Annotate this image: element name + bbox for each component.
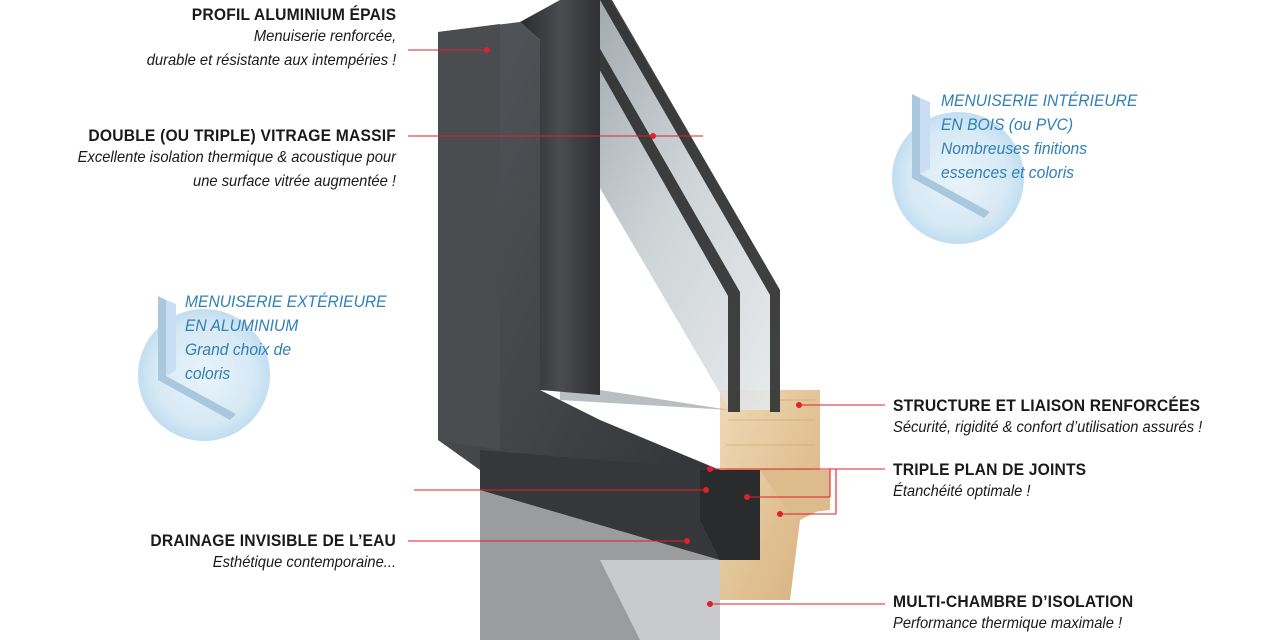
- callout-desc: Menuiserie renforcée,: [253, 28, 396, 45]
- callout-desc: Performance thermique maximale !: [893, 615, 1123, 632]
- callout-desc: Sécurité, rigidité & confort d’utilisati…: [893, 419, 1203, 436]
- badge-interieure-text: MENUISERIE INTÉRIEURE EN BOIS (ou PVC) N…: [941, 89, 1137, 185]
- callout-profil: PROFIL ALUMINIUM ÉPAIS Menuiserie renfor…: [125, 5, 396, 73]
- badge-line: Nombreuses finitions: [941, 139, 1088, 158]
- badge-window-icon: [912, 94, 990, 218]
- badge-exterieure: [138, 296, 270, 441]
- callout-vitrage: DOUBLE (OU TRIPLE) VITRAGE MASSIF Excell…: [50, 126, 396, 194]
- callout-title: DOUBLE (OU TRIPLE) VITRAGE MASSIF: [88, 126, 396, 145]
- badge-line: essences et coloris: [941, 163, 1075, 182]
- callout-desc: Étanchéité optimale !: [893, 483, 1031, 500]
- callout-structure: STRUCTURE ET LIAISON RENFORCÉES Sécurité…: [893, 396, 1229, 440]
- aluminium-frame: [438, 0, 760, 640]
- callout-title: MULTI-CHAMBRE D’ISOLATION: [893, 592, 1134, 611]
- callout-title: DRAINAGE INVISIBLE DE L’EAU: [150, 531, 396, 550]
- callout-joints: TRIPLE PLAN DE JOINTS Étanchéité optimal…: [893, 460, 1103, 504]
- leader-dots: [484, 47, 802, 607]
- badge-window-icon: [158, 296, 236, 420]
- badge-interieure: [892, 94, 1024, 244]
- badge-line: MENUISERIE EXTÉRIEURE: [185, 292, 387, 311]
- callout-desc: durable et résistante aux intempéries !: [146, 52, 396, 69]
- callout-desc: Esthétique contemporaine...: [212, 554, 396, 571]
- leader-lines: [408, 49, 885, 605]
- badge-line: EN ALUMINIUM: [185, 316, 299, 335]
- badge-line: EN BOIS (ou PVC): [941, 115, 1074, 134]
- badge-line: coloris: [185, 364, 231, 383]
- badge-line: MENUISERIE INTÉRIEURE: [941, 91, 1138, 110]
- callout-chambre: MULTI-CHAMBRE D’ISOLATION Performance th…: [893, 592, 1154, 636]
- callout-desc: Excellente isolation thermique & acousti…: [77, 149, 396, 166]
- callout-title: STRUCTURE ET LIAISON RENFORCÉES: [893, 396, 1201, 415]
- badge-exterieure-text: MENUISERIE EXTÉRIEURE EN ALUMINIUM Grand…: [185, 290, 387, 386]
- badge-line: Grand choix de: [185, 340, 292, 359]
- callout-desc: une surface vitrée augmentée !: [193, 173, 396, 190]
- callout-drainage: DRAINAGE INVISIBLE DE L’EAU Esthétique c…: [129, 531, 396, 575]
- callout-title: PROFIL ALUMINIUM ÉPAIS: [191, 5, 396, 24]
- callout-title: TRIPLE PLAN DE JOINTS: [893, 460, 1087, 479]
